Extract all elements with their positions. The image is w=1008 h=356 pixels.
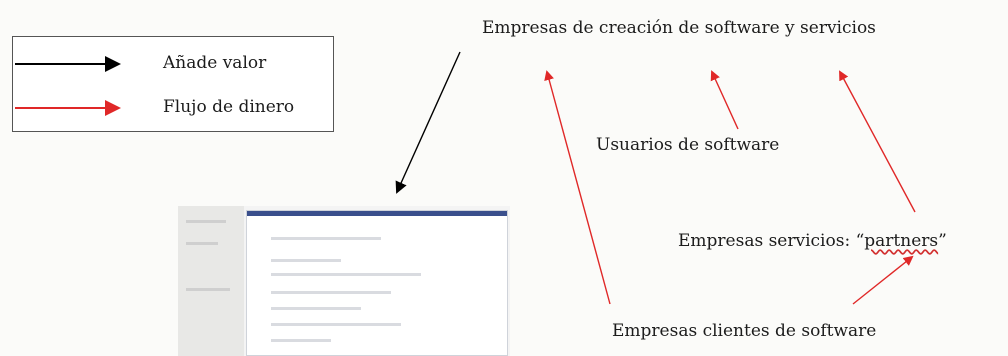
legend-money-arrow-icon (105, 100, 121, 116)
legend-value-line (15, 63, 107, 65)
node-service-partners: Empresas servicios: “partners” (678, 231, 947, 251)
software-screenshot (178, 206, 510, 356)
legend: Añade valor Flujo de dinero (12, 36, 334, 132)
arrow-value-to-product (395, 51, 461, 194)
screenshot-titlebar (247, 211, 507, 216)
node-software-creators: Empresas de creación de software y servi… (482, 18, 876, 38)
partners-word: partners (864, 231, 939, 251)
legend-value-arrow-icon (105, 56, 121, 72)
screenshot-sidebar (178, 206, 244, 356)
node-software-users: Usuarios de software (596, 135, 780, 155)
legend-money-line (15, 107, 107, 109)
legend-item-money: Flujo de dinero (13, 93, 333, 123)
arrow-money-clients-to-partners (852, 255, 914, 305)
arrow-money-clients-to-creators (544, 70, 611, 305)
legend-value-label: Añade valor (163, 53, 267, 73)
partners-suffix: ” (938, 231, 947, 251)
node-software-clients: Empresas clientes de software (612, 321, 877, 341)
arrow-money-partners-to-creators (839, 70, 916, 213)
legend-money-label: Flujo de dinero (163, 97, 295, 117)
partners-prefix: Empresas servicios: “ (678, 231, 865, 251)
legend-item-value: Añade valor (13, 49, 333, 79)
screenshot-window (246, 210, 508, 356)
arrow-money-users-to-creators (710, 70, 739, 130)
